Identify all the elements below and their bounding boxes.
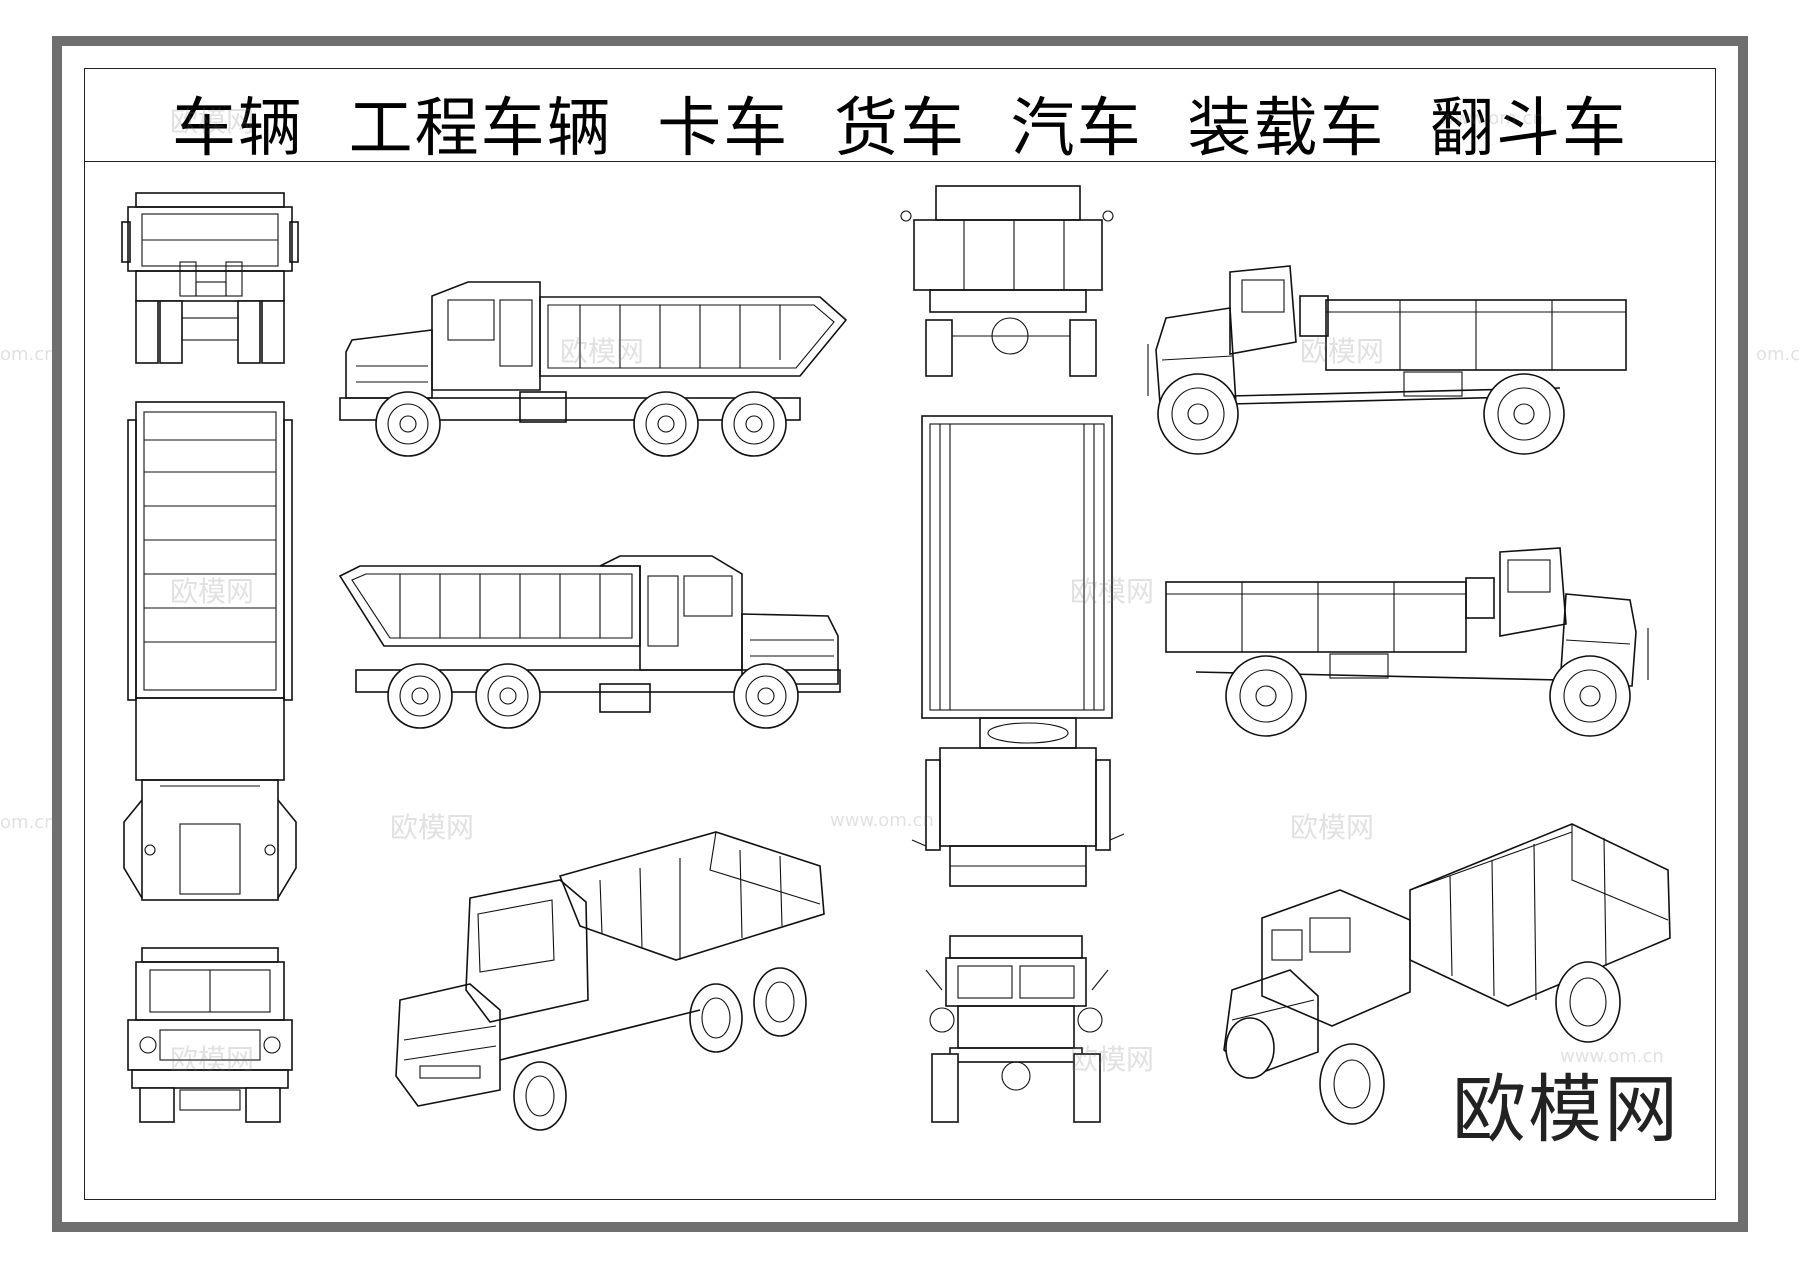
cargo-truck-front-view bbox=[925, 935, 1109, 1123]
dump-truck-top-view bbox=[123, 401, 297, 901]
sheet-title: 车辆 工程车辆 卡车 货车 汽车 装载车 翻斗车 bbox=[171, 92, 1629, 166]
cargo-truck-perspective-view bbox=[1223, 823, 1671, 1125]
dump-truck-front-view bbox=[127, 947, 293, 1123]
drawing-sheet-inner-border: 车辆 工程车辆 卡车 货车 汽车 装载车 翻斗车 bbox=[84, 68, 1716, 1200]
cargo-truck-side-view-right bbox=[1165, 547, 1649, 737]
dump-truck-side-view-left bbox=[339, 281, 848, 457]
cargo-truck-top-view bbox=[911, 415, 1125, 887]
dump-truck-rear-view bbox=[121, 192, 299, 364]
dump-truck-perspective-view bbox=[395, 831, 825, 1131]
cargo-truck-side-view-left bbox=[1147, 265, 1627, 455]
cargo-truck-rear-view bbox=[900, 185, 1114, 377]
dump-truck-side-view-right bbox=[338, 555, 841, 729]
title-band: 车辆 工程车辆 卡车 货车 汽车 装载车 翻斗车 bbox=[85, 69, 1715, 166]
brand-stamp: 欧模网 bbox=[1452, 1067, 1680, 1153]
